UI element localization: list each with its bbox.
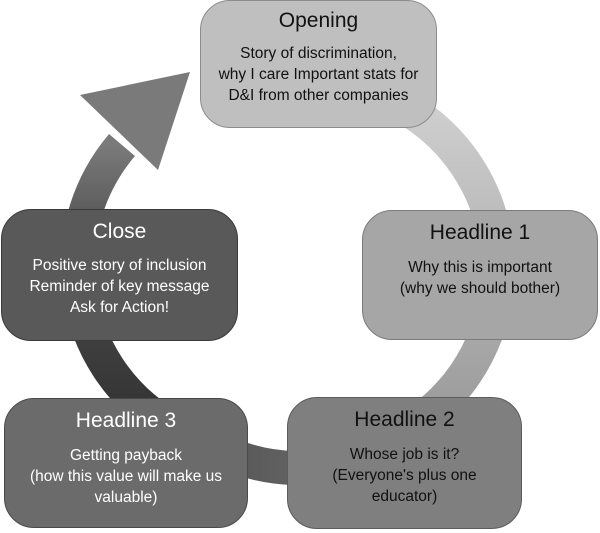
node-opening-body: Story of discrimination, why I care Impo…	[218, 45, 419, 104]
cycle-arrow-head	[80, 72, 190, 170]
node-headline-2: Headline 2 Whose job is it? (Everyone's …	[287, 397, 522, 529]
node-headline-1-title: Headline 1	[429, 221, 531, 244]
node-close-title: Close	[92, 220, 147, 243]
node-headline-3-title: Headline 3	[75, 409, 177, 432]
node-close: Close Positive story of inclusion Remind…	[1, 209, 238, 341]
node-headline-3: Headline 3 Getting payback (how this val…	[4, 398, 248, 528]
node-headline-1-body: Why this is important (why we should bot…	[399, 259, 561, 297]
node-headline-2-body: Whose job is it? (Everyone's plus one ed…	[332, 446, 477, 505]
node-opening: Opening Story of discrimination, why I c…	[200, 0, 437, 128]
node-headline-1: Headline 1 Why this is important (why we…	[362, 210, 598, 340]
node-headline-2-title: Headline 2	[354, 408, 455, 431]
node-headline-3-body: Getting payback (how this value will mak…	[29, 447, 223, 506]
node-close-body: Positive story of inclusion Reminder of …	[29, 257, 210, 316]
node-opening-title: Opening	[278, 9, 359, 32]
